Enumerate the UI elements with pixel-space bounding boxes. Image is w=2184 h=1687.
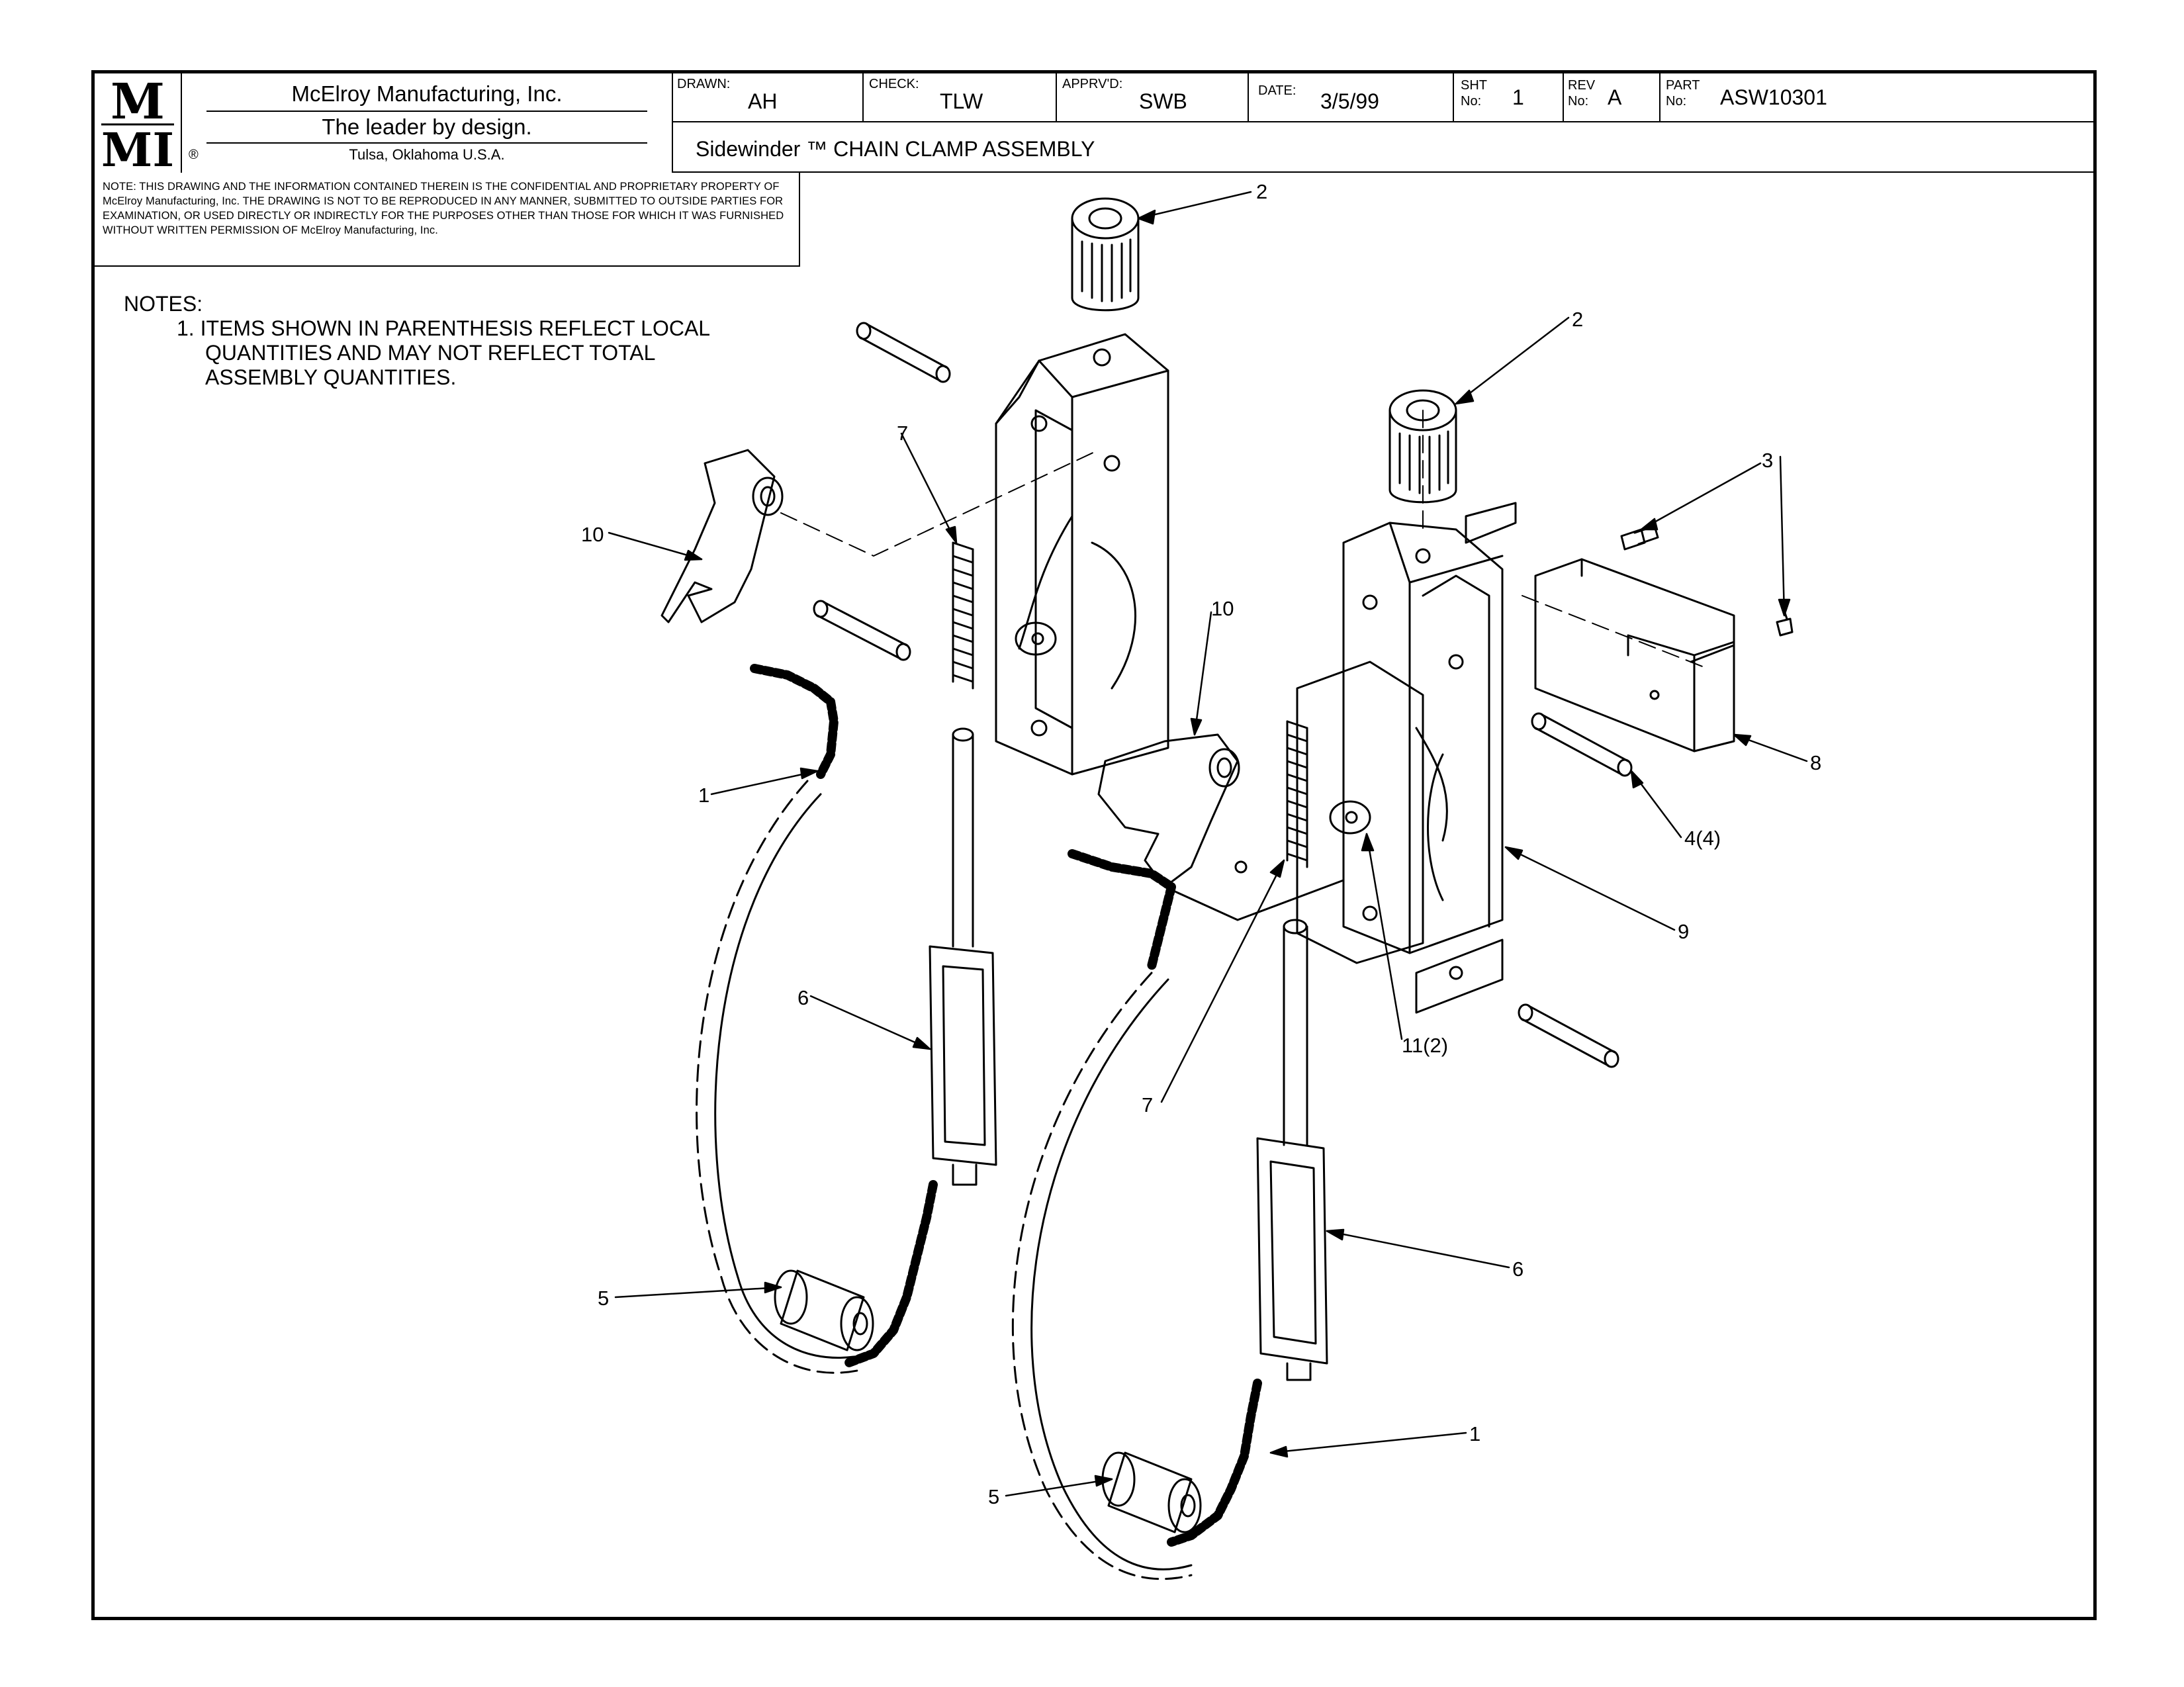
callout-7-left: 7 bbox=[897, 422, 908, 445]
callout-10-mid: 10 bbox=[1211, 597, 1234, 620]
callout-7-right: 7 bbox=[1142, 1093, 1153, 1117]
right-roller bbox=[1101, 1451, 1202, 1533]
rev-value: A bbox=[1608, 85, 1622, 109]
left-knob bbox=[1071, 197, 1140, 312]
callout-labels: 2 2 3 4(4) 8 9 11(2) 7 7 10 10 1 6 6 5 5… bbox=[581, 180, 1821, 1508]
callout-1-left: 1 bbox=[698, 784, 709, 807]
rev-label: REV bbox=[1568, 78, 1596, 93]
registered-icon: ® bbox=[189, 148, 199, 162]
part-label: PART bbox=[1666, 78, 1700, 93]
rev-cell: REV No: A bbox=[1564, 73, 1661, 122]
title-block: M MI McElroy Manufacturing, Inc. The lea… bbox=[95, 73, 2093, 177]
callout-5-left: 5 bbox=[598, 1287, 609, 1310]
right-screws bbox=[1620, 525, 1794, 637]
callout-6-left: 6 bbox=[797, 986, 809, 1009]
callout-11: 11(2) bbox=[1402, 1034, 1448, 1057]
callout-2-right: 2 bbox=[1572, 308, 1583, 331]
drawn-label: DRAWN: bbox=[677, 77, 731, 91]
check-cell: CHECK: TLW bbox=[864, 73, 1057, 122]
company-block: McElroy Manufacturing, Inc. The leader b… bbox=[182, 73, 673, 173]
company-logo: M MI bbox=[95, 73, 182, 177]
sheet-cell: SHT No: 1 bbox=[1454, 73, 1564, 122]
callout-3: 3 bbox=[1762, 449, 1773, 472]
left-clamp-body bbox=[995, 333, 1169, 776]
sht-no-label: No: bbox=[1461, 94, 1482, 109]
apprvd-label: APPRV'D: bbox=[1062, 77, 1123, 91]
title-cell: Sidewinder ™ CHAIN CLAMP ASSEMBLY bbox=[672, 122, 2093, 173]
divider bbox=[206, 111, 647, 112]
drawing-sheet: M MI McElroy Manufacturing, Inc. The lea… bbox=[91, 70, 2097, 1620]
sht-label: SHT bbox=[1461, 78, 1487, 93]
callout-1-right: 1 bbox=[1469, 1422, 1480, 1445]
sht-value: 1 bbox=[1512, 85, 1524, 109]
date-cell: DATE: 3/5/99 bbox=[1249, 73, 1454, 122]
notes-heading: NOTES: bbox=[124, 292, 203, 316]
callout-4: 4(4) bbox=[1684, 827, 1721, 850]
rev-no-label: No: bbox=[1568, 94, 1589, 109]
left-lower-pin bbox=[813, 600, 911, 661]
left-upper-pin bbox=[856, 322, 951, 383]
apprvd-cell: APPRV'D: SWB bbox=[1057, 73, 1249, 122]
company-location: Tulsa, Oklahoma U.S.A. bbox=[349, 146, 505, 163]
right-rod-and-link bbox=[1256, 919, 1328, 1381]
drawn-cell: DRAWN: AH bbox=[672, 73, 864, 122]
drawn-value: AH bbox=[748, 89, 778, 113]
confidential-note: NOTE: THIS DRAWING AND THE INFORMATION C… bbox=[95, 173, 800, 267]
drawing-title: Sidewinder ™ CHAIN CLAMP ASSEMBLY bbox=[696, 137, 1095, 161]
right-latch bbox=[1097, 733, 1345, 921]
callout-8: 8 bbox=[1810, 751, 1821, 774]
note-1-line-3: ASSEMBLY QUANTITIES. bbox=[205, 365, 457, 389]
part-cell: PART No: ASW10301 bbox=[1661, 73, 2093, 122]
note-1-line-2: QUANTITIES AND MAY NOT REFLECT TOTAL bbox=[205, 341, 656, 365]
notes-block: NOTES: 1. ITEMS SHOWN IN PARENTHESIS REF… bbox=[124, 292, 710, 390]
company-tagline: The leader by design. bbox=[322, 114, 532, 139]
assembly-centerlines bbox=[780, 410, 1708, 927]
right-clamp-body bbox=[1296, 522, 1504, 1014]
date-value: 3/5/99 bbox=[1320, 89, 1379, 113]
right-chain bbox=[1011, 849, 1262, 1580]
check-value: TLW bbox=[940, 89, 983, 113]
left-chain bbox=[696, 664, 938, 1374]
check-label: CHECK: bbox=[869, 77, 919, 91]
right-pins bbox=[1518, 712, 1633, 1068]
date-label: DATE: bbox=[1258, 83, 1297, 98]
callout-2-top: 2 bbox=[1256, 180, 1267, 203]
divider bbox=[206, 142, 647, 144]
leader-lines bbox=[608, 191, 1808, 1497]
callout-10-left: 10 bbox=[581, 523, 604, 546]
callout-5-right: 5 bbox=[988, 1485, 999, 1508]
callout-6-right: 6 bbox=[1512, 1257, 1524, 1281]
svg-text:MI: MI bbox=[101, 122, 174, 173]
right-mounting-bracket bbox=[1465, 502, 1735, 752]
left-rod-and-link bbox=[929, 727, 997, 1186]
left-latch bbox=[660, 449, 784, 623]
left-roller bbox=[774, 1269, 874, 1351]
apprvd-value: SWB bbox=[1139, 89, 1187, 113]
svg-text:M: M bbox=[111, 73, 165, 130]
note-1-line-1: 1. ITEMS SHOWN IN PARENTHESIS REFLECT LO… bbox=[177, 316, 711, 340]
callout-9: 9 bbox=[1678, 920, 1689, 943]
company-name: McElroy Manufacturing, Inc. bbox=[291, 81, 563, 106]
left-spring bbox=[952, 541, 974, 690]
part-no-label: No: bbox=[1666, 94, 1687, 109]
part-value: ASW10301 bbox=[1720, 85, 1827, 109]
